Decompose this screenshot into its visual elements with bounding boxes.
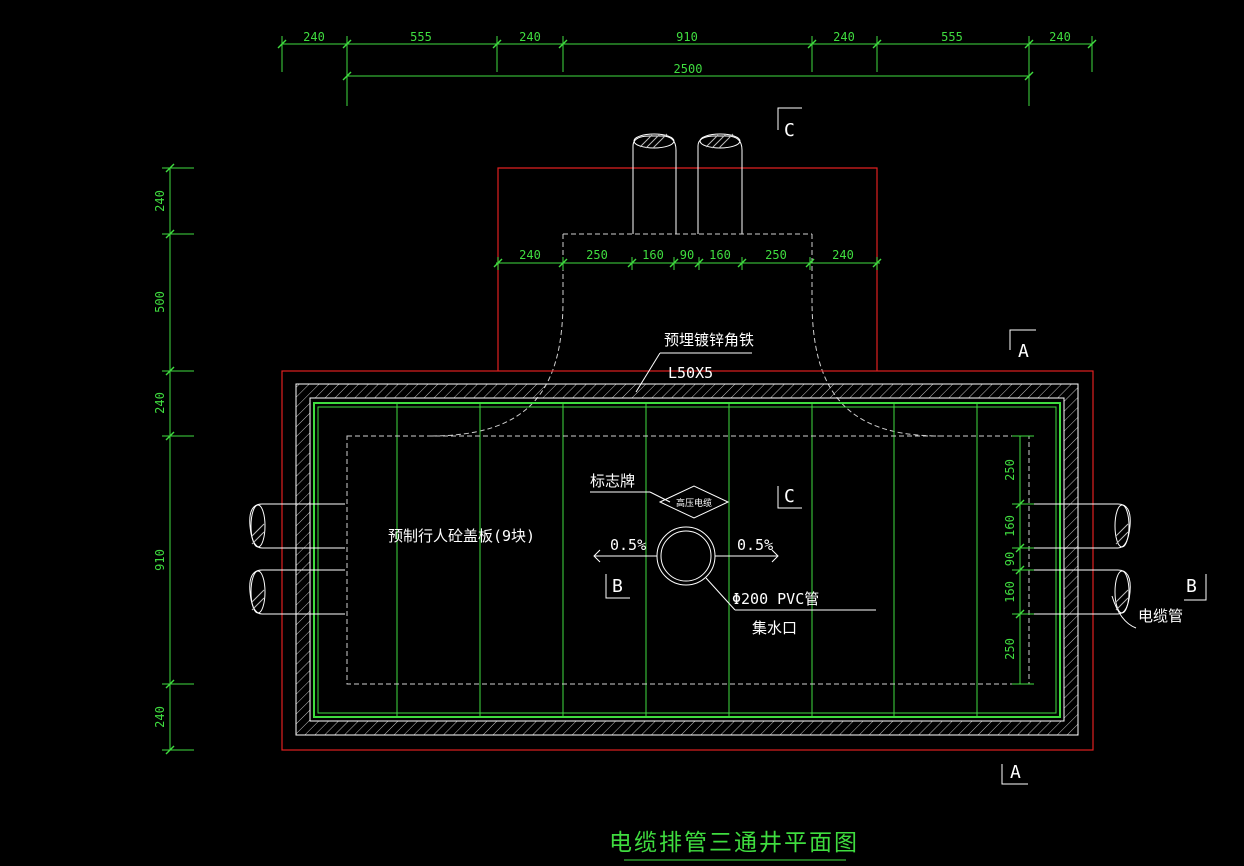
- inner-dim-5: 160: [709, 248, 731, 262]
- left-dim-3: 240: [153, 392, 167, 414]
- section-mark-a-bottom: A: [1010, 762, 1021, 783]
- top-dim-2: 555: [410, 30, 432, 44]
- top-dim-3: 240: [519, 30, 541, 44]
- inner-dim-4: 90: [680, 248, 694, 262]
- left-dim-4: 910: [153, 549, 167, 571]
- section-mark-c-mid: C: [784, 486, 795, 507]
- inner-dim-6: 250: [765, 248, 787, 262]
- right-dim-3: 90: [1003, 552, 1017, 566]
- top-dimension-chain: 240 555 240 910 240 555 240 2500: [277, 30, 1097, 106]
- left-dim-2: 500: [153, 291, 167, 313]
- top-dim-1: 240: [303, 30, 325, 44]
- pvc-pipe-label: Φ200 PVC管: [732, 590, 819, 608]
- section-marks: A A B B C C: [605, 107, 1207, 785]
- top-dim-7: 240: [1049, 30, 1071, 44]
- angle-iron-spec: L50X5: [668, 364, 713, 382]
- top-dim-4: 910: [676, 30, 698, 44]
- slope-left-label: 0.5%: [610, 536, 646, 554]
- slope-right-label: 0.5%: [737, 536, 773, 554]
- drawing-title-block: 电缆排管三通井平面图: [609, 830, 859, 861]
- inner-dim-1: 240: [519, 248, 541, 262]
- inner-dim-7: 240: [832, 248, 854, 262]
- right-dim-1: 250: [1003, 459, 1017, 481]
- left-dim-5: 240: [153, 706, 167, 728]
- annotations: 预埋镀锌角铁 L50X5 预制行人砼盖板(9块) 标志牌 高压电缆 0.5% 0…: [388, 331, 1183, 637]
- cable-pipe-label: 电缆管: [1138, 607, 1183, 625]
- section-mark-b-left: B: [612, 576, 623, 597]
- left-dim-1: 240: [153, 190, 167, 212]
- sign-inner-text: 高压电缆: [676, 497, 712, 509]
- right-cable-pipes: [1029, 503, 1131, 615]
- right-dim-4: 160: [1003, 581, 1017, 603]
- inner-dim-2: 250: [586, 248, 608, 262]
- right-dimension-chain: 250 160 90 160 250: [1003, 435, 1034, 685]
- cover-plates-label: 预制行人砼盖板(9块): [388, 527, 535, 545]
- sump-label: 集水口: [752, 619, 797, 637]
- angle-iron-label: 预埋镀锌角铁: [664, 331, 754, 349]
- left-cable-pipes: [249, 503, 345, 615]
- drawing-title: 电缆排管三通井平面图: [609, 830, 859, 856]
- main-well: [281, 370, 1094, 751]
- right-dim-5: 250: [1003, 638, 1017, 660]
- section-mark-b-right: B: [1186, 576, 1197, 597]
- top-dim-6: 555: [941, 30, 963, 44]
- section-mark-c-top: C: [784, 120, 795, 141]
- section-mark-a-top: A: [1018, 341, 1029, 362]
- sign-label: 标志牌: [590, 472, 635, 490]
- left-dimension-chain: 240 500 240 910 240: [153, 163, 194, 755]
- top-dim-5: 240: [833, 30, 855, 44]
- right-dim-2: 160: [1003, 515, 1017, 537]
- top-total-dim: 2500: [674, 62, 703, 76]
- inner-dim-3: 160: [642, 248, 664, 262]
